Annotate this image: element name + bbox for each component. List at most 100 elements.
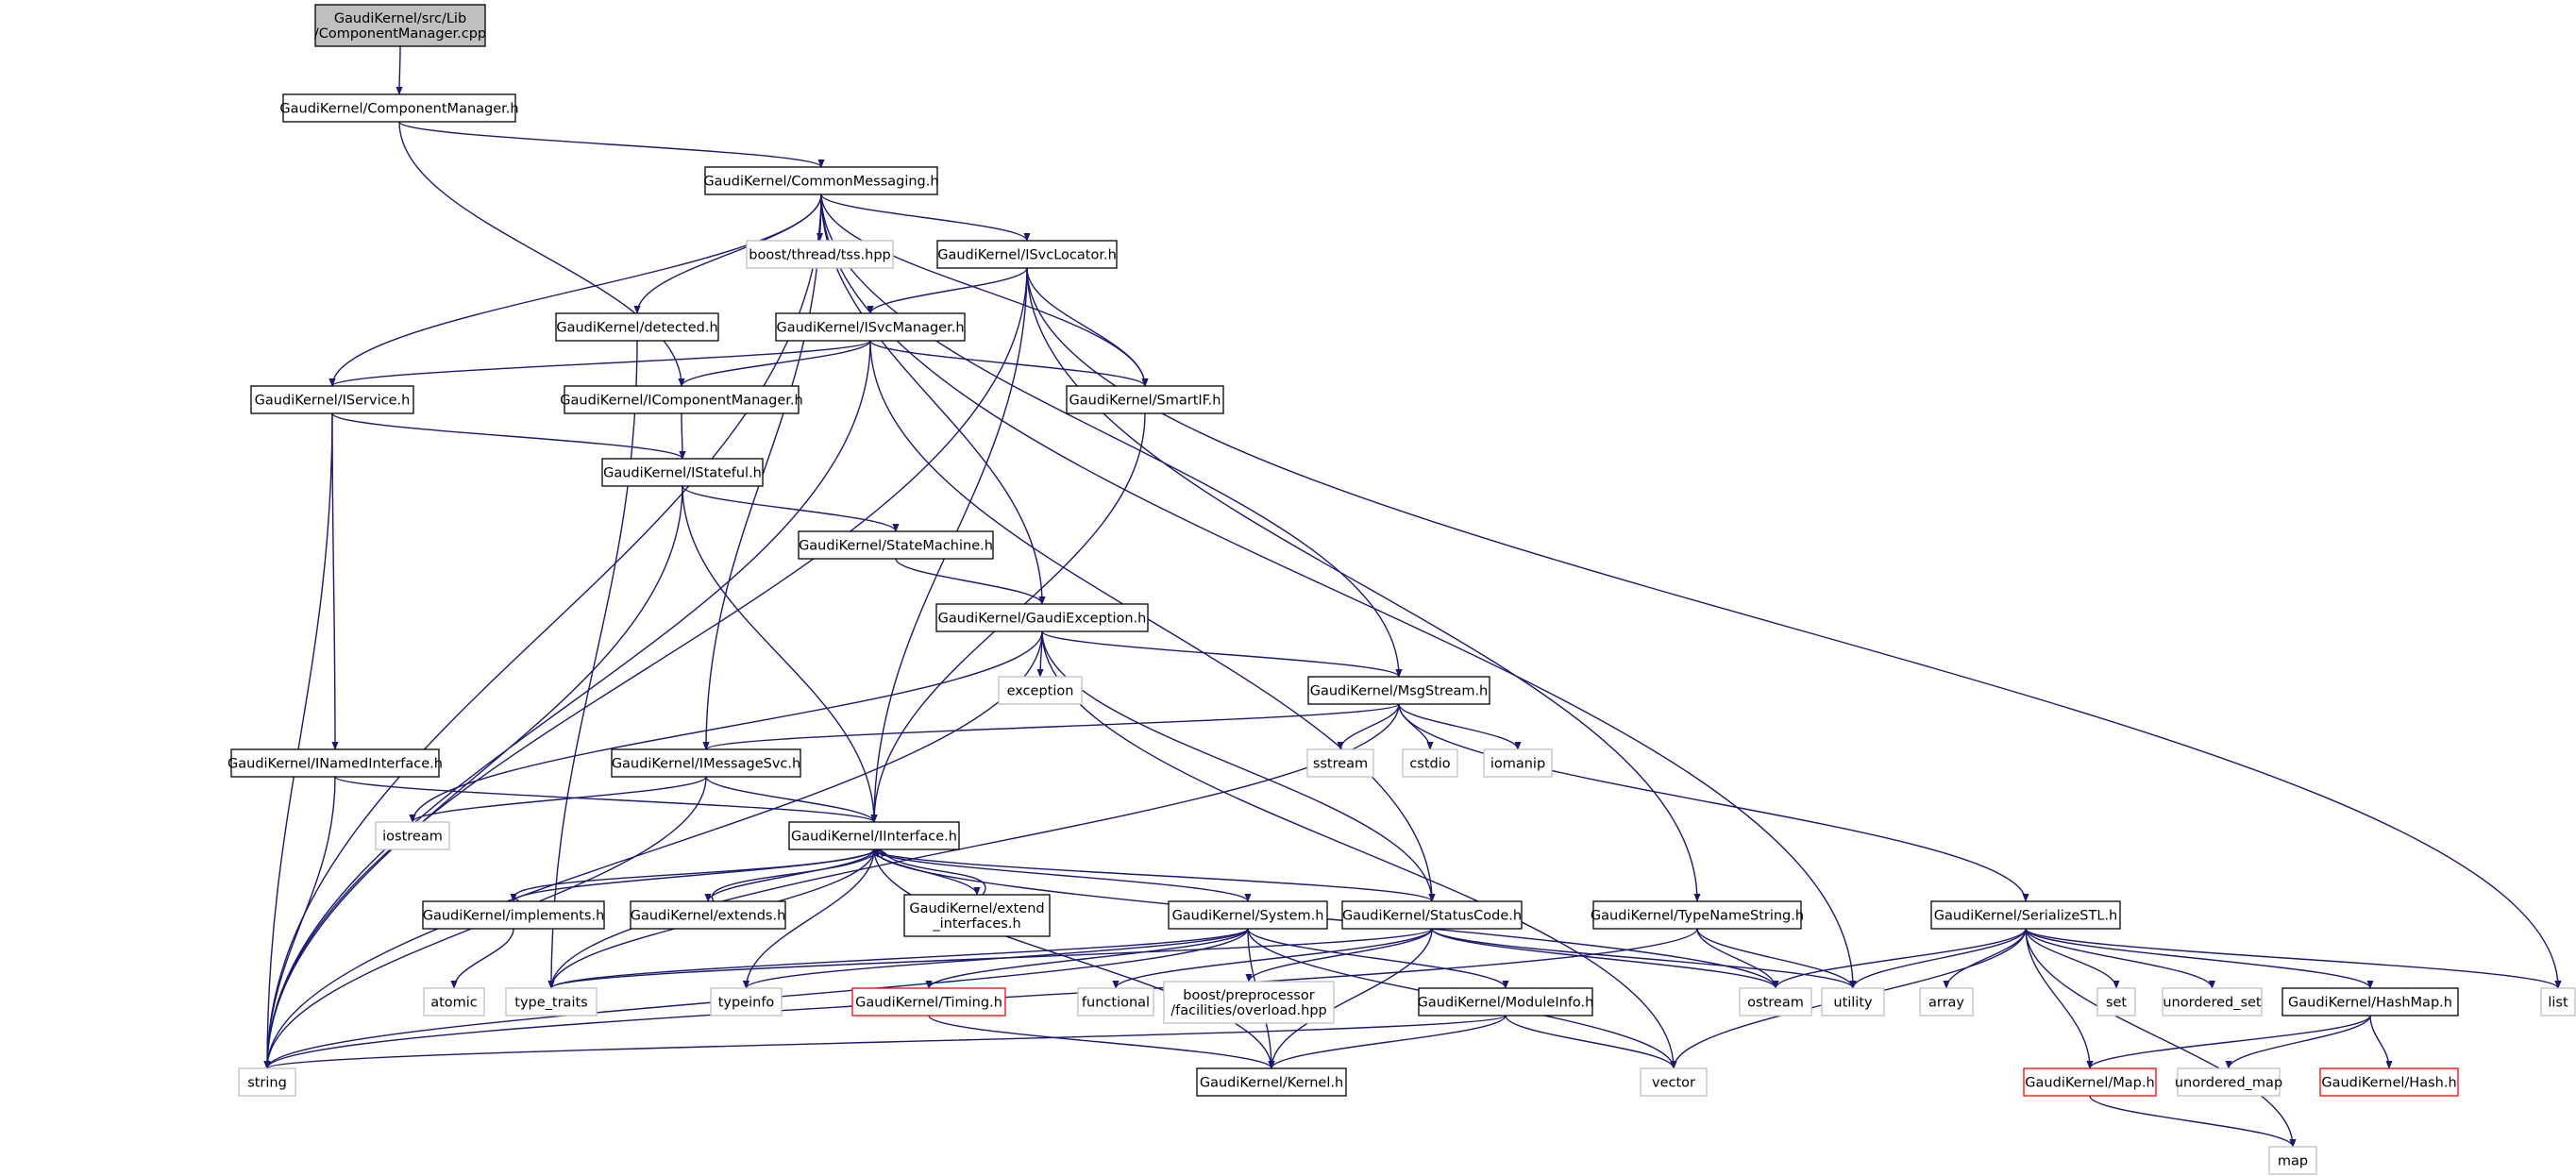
node-moduleinfo[interactable]: GaudiKernel/ModuleInfo.h [1418,987,1594,1016]
edge-istateful-to-statemachine [682,485,900,532]
node-box [2319,1067,2459,1097]
node-label: /facilities/overload.hpp [1170,1003,1327,1018]
edge-statuscode-to-kernel [1268,928,1433,1069]
node-label: GaudiKernel/src/Lib [334,11,466,26]
node-label: ostream [1747,996,1804,1011]
edge-iinterface-to-kernel [873,848,1275,1069]
node-hashh[interactable]: GaudiKernel/Hash.h [2319,1067,2459,1097]
node-isvcmgr[interactable]: GaudiKernel/ISvcManager.h [775,312,966,342]
node-imsgsvc[interactable]: GaudiKernel/IMessageSvc.h [611,748,801,778]
node-box [936,240,1118,269]
node-map: map [2268,1146,2317,1175]
edge-cmsg-to-imsgsvc [702,193,822,750]
node-box [1821,987,1885,1016]
node-iinterface[interactable]: GaudiKernel/IInterface.h [788,821,960,850]
node-box [2268,1146,2317,1175]
node-serialize[interactable]: GaudiKernel/SerializeSTL.h [1930,900,2121,930]
edge-statuscode-to-overload [1245,928,1433,983]
nodes-layer: GaudiKernel/src/Lib/ComponentManager.cpp… [227,4,2576,1175]
node-extends[interactable]: GaudiKernel/extends.h [630,900,786,930]
node-label: /ComponentManager.cpp [314,26,486,42]
node-label: GaudiKernel/Kernel.h [1200,1076,1343,1091]
edge-system-to-typetraits [547,928,1249,989]
node-label: boost/preprocessor [1183,988,1314,1003]
edge-detected-to-typetraits [547,340,638,989]
node-msgstream[interactable]: GaudiKernel/MsgStream.h [1307,676,1490,705]
node-box [704,166,938,195]
node-smartif[interactable]: GaudiKernel/SmartIF.h [1066,385,1224,414]
node-statemachine[interactable]: GaudiKernel/StateMachine.h [798,530,994,560]
edge-root-to-cm [396,45,403,95]
node-label: GaudiKernel/IService.h [255,394,411,409]
edge-serialize-to-list [2025,928,2562,989]
edge-imsgsvc-to-iinterface [705,776,878,823]
node-detected[interactable]: GaudiKernel/detected.h [555,312,719,342]
edge-typename-to-utility [1696,928,1857,989]
node-isvcloc[interactable]: GaudiKernel/ISvcLocator.h [936,240,1118,269]
node-iservice[interactable]: GaudiKernel/IService.h [250,385,414,414]
node-box [1196,1067,1347,1097]
node-ostream: ostream [1739,987,1812,1016]
node-box [1739,987,1812,1016]
node-cmsg[interactable]: GaudiKernel/CommonMessaging.h [703,166,939,195]
node-cstdio: cstdio [1402,748,1458,778]
node-functional: functional [1077,987,1154,1016]
node-maph[interactable]: GaudiKernel/Map.h [2023,1067,2157,1097]
node-box [1307,676,1490,705]
node-box [903,894,1051,937]
edge-istateful-to-iinterface [682,485,878,823]
edge-serialize-to-maph [2025,928,2094,1069]
node-root[interactable]: GaudiKernel/src/Lib/ComponentManager.cpp [314,4,486,47]
node-implements[interactable]: GaudiKernel/implements.h [422,900,605,930]
node-label: GaudiKernel/HashMap.h [2288,996,2452,1011]
node-icompmgr[interactable]: GaudiKernel/IComponentManager.h [560,385,803,414]
edge-cmsg-to-detected [633,193,822,314]
node-box [282,93,516,123]
node-statuscode[interactable]: GaudiKernel/StatusCode.h [1341,900,1523,930]
edge-iservice-to-inamed [331,412,339,750]
edge-maph-to-map [2089,1095,2297,1148]
node-box [230,748,440,778]
edge-msgstream-to-sstream [1337,703,1400,750]
edge-cmsg-to-iservice [328,193,822,387]
node-utility: utility [1821,987,1885,1016]
node-box [746,240,894,269]
node-timing[interactable]: GaudiKernel/Timing.h [851,987,1006,1016]
edge-statuscode-to-ostream [1431,928,1779,989]
node-label: typeinfo [718,996,775,1011]
edge-msgstream-to-serialize [1398,703,2029,902]
edges-layer [263,45,2562,1148]
node-label: GaudiKernel/IMessageSvc.h [612,757,800,772]
edge-timing-to-kernel [928,1015,1275,1069]
node-label: map [2278,1154,2308,1169]
node-gexc[interactable]: GaudiKernel/GaudiException.h [935,603,1149,632]
node-kernel[interactable]: GaudiKernel/Kernel.h [1196,1067,1347,1097]
edge-moduleinfo-to-kernel [1268,1015,1507,1069]
node-box [1341,900,1523,930]
node-box [555,312,719,342]
node-label: GaudiKernel/IInterface.h [791,830,957,845]
edge-serialize-to-hashmap [2025,928,2374,989]
edge-cm-to-cmsg [398,121,825,168]
node-inamed[interactable]: GaudiKernel/INamedInterface.h [227,748,443,778]
node-vector: vector [1640,1067,1708,1097]
node-box [1168,900,1328,930]
node-label: GaudiKernel/ComponentManager.h [279,102,518,117]
node-label: GaudiKernel/TypeNameString.h [1591,909,1804,924]
edge-msgstream-to-iomanip [1398,703,1522,750]
node-box [375,821,450,850]
edge-gexc-to-statuscode [1041,630,1436,902]
node-hashmap[interactable]: GaudiKernel/HashMap.h [2281,987,2459,1016]
node-box [2096,987,2136,1016]
node-istateful[interactable]: GaudiKernel/IStateful.h [601,458,764,487]
node-cm[interactable]: GaudiKernel/ComponentManager.h [279,93,519,123]
node-label: GaudiKernel/MsgStream.h [1310,684,1489,699]
edge-isvcmgr-to-icompmgr [678,340,871,387]
node-label: unordered_map [2175,1076,2282,1091]
node-extendif[interactable]: GaudiKernel/extend_interfaces.h [903,894,1051,937]
node-typename[interactable]: GaudiKernel/TypeNameString.h [1591,900,1804,930]
edge-inamed-to-iinterface [334,776,878,823]
edge-isvcloc-to-string [263,267,1028,1069]
node-system[interactable]: GaudiKernel/System.h [1168,900,1328,930]
node-label: list [2548,996,2568,1011]
